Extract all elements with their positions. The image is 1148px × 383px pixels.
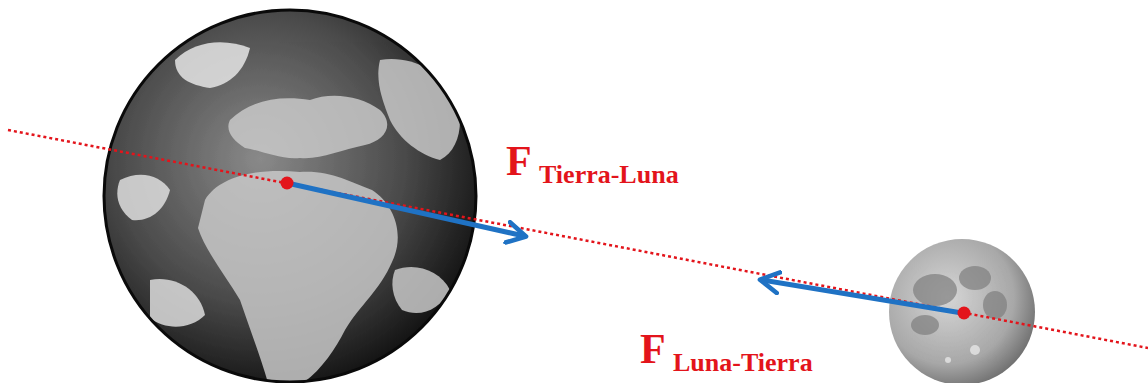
force-subscript: Tierra-Luna bbox=[539, 162, 679, 188]
crater bbox=[970, 345, 980, 355]
center-dot bbox=[281, 177, 294, 190]
asia bbox=[378, 59, 460, 160]
europe bbox=[228, 96, 387, 159]
clouds bbox=[175, 42, 250, 88]
moon bbox=[889, 239, 1035, 383]
moon-disc bbox=[889, 239, 1035, 383]
mare bbox=[911, 315, 939, 335]
mare bbox=[913, 274, 957, 306]
moon-maria bbox=[911, 266, 1007, 363]
crater bbox=[945, 357, 951, 363]
center-dot bbox=[958, 307, 971, 320]
clouds bbox=[117, 175, 170, 220]
mare bbox=[983, 291, 1007, 319]
axis-line bbox=[8, 130, 1148, 348]
force-subscript: Luna-Tierra bbox=[673, 350, 813, 376]
force-symbol: F bbox=[506, 140, 532, 182]
earth bbox=[104, 10, 476, 383]
force-arrow bbox=[762, 280, 962, 313]
mare bbox=[959, 266, 991, 290]
clouds bbox=[150, 279, 205, 327]
earth-limb bbox=[104, 10, 476, 382]
force-arrow bbox=[287, 183, 524, 236]
force-symbol: F bbox=[640, 328, 666, 370]
